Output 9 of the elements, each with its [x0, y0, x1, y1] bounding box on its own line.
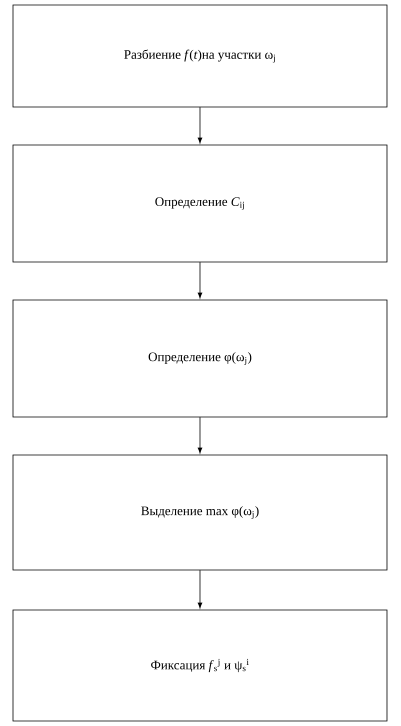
process-box: Фиксация f$_{s}$$^{j}$ и ψ$_{s}$i	[12, 610, 388, 722]
arrow	[198, 107, 202, 144]
process-box: Разбиение f(t)на участки ω$_{j}$	[12, 4, 388, 108]
process-box: Выделение max φ(ω$_{j}$)	[12, 454, 388, 570]
process-box: Определение C$_{ij}$	[12, 144, 388, 262]
process-box: Определение φ(ω$_{j}$)	[12, 300, 388, 418]
arrow	[198, 417, 202, 454]
arrow	[198, 570, 202, 608]
arrow	[198, 262, 202, 298]
